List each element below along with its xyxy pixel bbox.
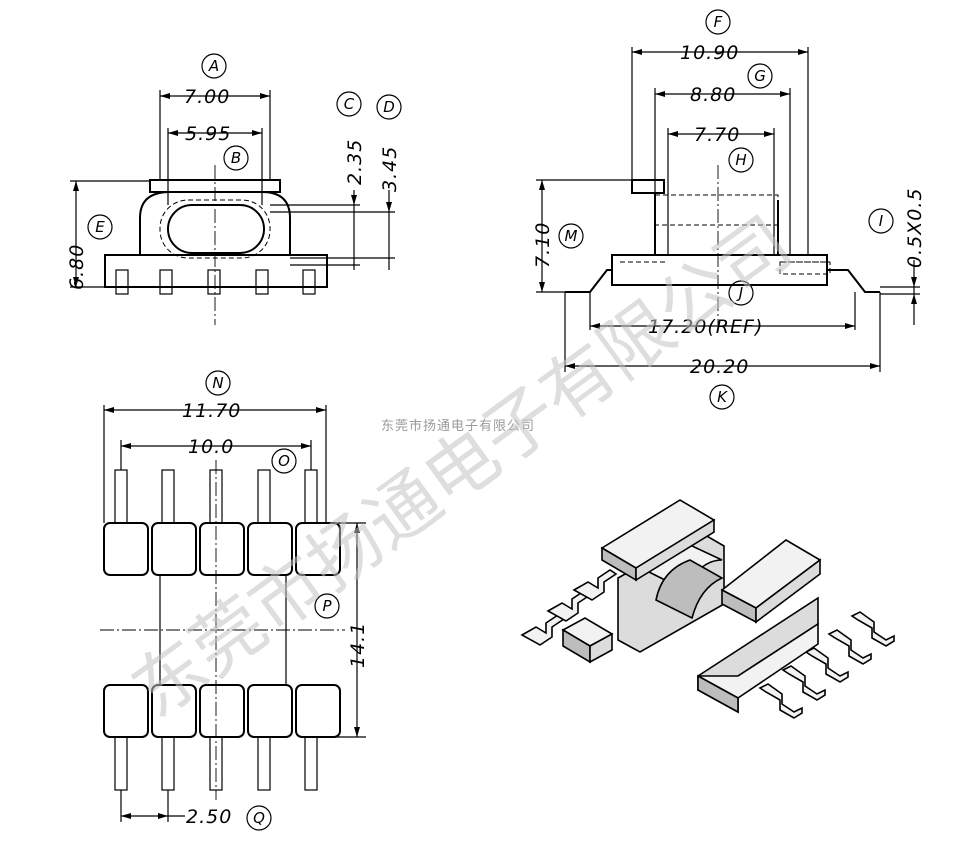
dim-n-value: 11.70 [182, 400, 241, 422]
base [104, 254, 328, 288]
label-a: A [208, 57, 219, 75]
right-lead [827, 269, 880, 293]
label-g: G [754, 67, 766, 85]
iso-leads-left [520, 569, 618, 646]
label-c: C [344, 95, 355, 113]
pin-row-left-view [115, 269, 316, 295]
hidden-core [654, 194, 779, 226]
dim-a-value: 7.00 [184, 86, 230, 108]
bobbin-body [139, 191, 291, 255]
iso-leads-right [758, 611, 895, 719]
isometric-bobbin-illustration [520, 499, 895, 719]
core-window [167, 204, 265, 254]
left-lead [565, 269, 612, 293]
label-d: D [383, 98, 395, 116]
dim-j-value: 17.20(REF) [648, 316, 763, 338]
dim-k-value: 20.20 [690, 356, 749, 378]
dim-m-value: 7.10 [532, 222, 554, 268]
dim-o-value: 10.0 [188, 436, 234, 458]
label-b: B [231, 149, 241, 167]
dim-d-value: 3.45 [379, 146, 401, 192]
label-o: O [278, 452, 290, 470]
dim-b-value: 5.95 [185, 123, 231, 145]
dim-q-value: 2.50 [186, 806, 232, 828]
label-j: J [736, 284, 743, 302]
dim-c-value: 2.35 [344, 139, 366, 185]
label-e: E [95, 218, 105, 236]
top-right-front-view: 10.90 8.80 7.70 7.10 0.5X0.5 17.20(REF) [532, 9, 926, 410]
top-left-side-view: 7.00 5.95 2.35 3.45 6.80 A B C D E [66, 53, 402, 325]
dim-i-value: 0.5X0.5 [904, 188, 926, 268]
label-q: Q [253, 809, 265, 827]
label-m: M [565, 227, 578, 245]
dim-e-value: 6.80 [66, 244, 88, 290]
label-n: N [212, 374, 223, 392]
dim-p-value: 14.1 [347, 622, 369, 668]
dim-h-value: 7.70 [694, 124, 740, 146]
watermark-small: 东莞市扬通电子有限公司 [381, 418, 535, 434]
label-f: F [714, 13, 723, 31]
left-tab [631, 179, 665, 194]
label-h: H [735, 151, 746, 169]
label-k: K [717, 388, 728, 406]
label-p: P [322, 597, 332, 615]
dim-g-value: 8.80 [690, 84, 736, 106]
label-i: I [879, 212, 884, 230]
bottom-left-plan-view: 11.70 10.0 14.1 2.50 N O P Q [100, 370, 369, 831]
dim-f-value: 10.90 [680, 42, 739, 64]
pins-top [114, 469, 318, 524]
